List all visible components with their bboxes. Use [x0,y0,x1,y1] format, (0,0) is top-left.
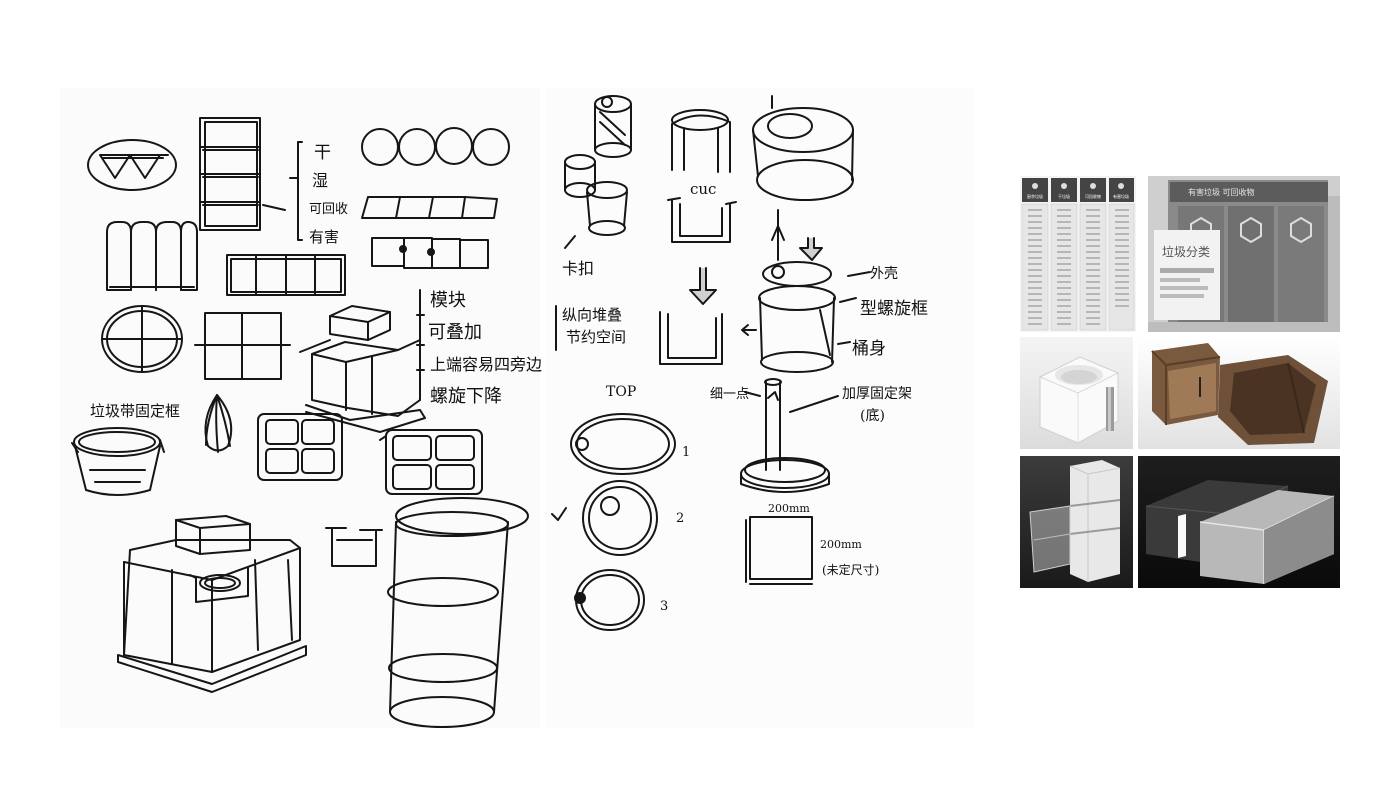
reference-recycling-station: 有害垃圾 可回收物 垃圾分类 [1148,176,1340,332]
tall-cylinder-sketch [387,497,529,728]
label-cuc: cuc [690,180,716,198]
poster-title: 垃圾分类 [1162,244,1210,259]
sign-header-4: 有害垃圾 [1113,193,1129,199]
u-channel-large-sketch [659,311,723,365]
notes-bracket [416,289,425,401]
reference-wooden-boxes-render [1138,337,1340,449]
dimension-square-sketch [745,516,813,585]
label-dim-height: 200mm [820,538,862,551]
top-view-option-3 [574,569,645,631]
label-top: TOP [606,384,636,400]
square-grid-sketch [194,312,291,380]
pole-stand-sketch [740,378,830,493]
clip-ring-sketch [671,109,731,173]
bucket-assembly-sketch [758,261,836,373]
tilted-boxes-sketch [361,196,498,219]
left-arrow [741,324,757,336]
down-arrow-2 [799,237,823,261]
tall-shelf-sketch [199,117,286,231]
segmented-bud-sketch [204,394,233,453]
rounded-quad-modules-sketch [257,413,343,481]
note-vertical-stack: 纵向堆叠 [562,306,622,324]
label-stand: 加厚固定架 [842,386,912,402]
small-bracket-sketch [325,527,383,567]
label-dim-width: 200mm [768,502,810,515]
triangle-pattern-sketch [87,139,177,191]
cabinet-unit-sketch [117,515,307,693]
down-arrow-1 [689,267,717,305]
sign-header-2: 干垃圾 [1058,193,1070,199]
u-channel-sketch [667,197,737,243]
label-clip: 卡扣 [562,259,594,278]
top-view-option-1 [570,413,676,475]
label-wet: 湿 [312,171,328,190]
four-grid-strip-sketch [226,254,346,296]
top-view-option-2 [551,480,658,556]
sign-header-1: 厨余垃圾 [1027,193,1043,199]
reference-stacked-tray-render [1020,456,1133,588]
reference-white-bin-render [1020,337,1133,449]
bag-frame-basin-sketch [71,427,165,496]
label-dry: 干 [314,143,331,163]
label-dim-note: (未定尺寸) [822,562,879,577]
label-thin: 细一点 [710,387,749,402]
bin-labels-bracket [289,141,303,241]
four-circles-sketch [361,127,510,166]
stacked-cylinders-sketch [564,95,632,249]
label-bag-frame: 垃圾带固定框 [90,402,180,420]
note-stackable: 可叠加 [428,322,482,343]
note-modular: 模块 [430,290,466,311]
reference-signboard: 厨余垃圾 干垃圾 可回收物 有害垃圾 [1020,176,1136,332]
note-top-access: 上端容易四旁边 [430,355,542,374]
rounded-quad-modules-sketch-2 [379,429,483,495]
note-spiral: 螺旋下降 [430,386,502,407]
stand-callout [789,395,839,413]
note-save-space: 节约空间 [566,328,626,346]
option-label-1: 1 [682,445,690,460]
sign-header-3: 可回收物 [1085,193,1101,199]
label-outer: 外壳 [870,265,898,282]
label-bucket: 桶身 [852,339,886,359]
canister-sketch [752,95,854,261]
arched-bins-sketch [106,221,198,291]
label-recyclable: 可回收 [309,202,348,217]
thin-arrow [744,391,761,397]
reference-light-block-render [1138,456,1340,588]
label-hazardous: 有害 [309,228,339,246]
label-stand-sub: (底) [860,408,885,424]
linked-modules-sketch [371,237,489,269]
station-banner: 有害垃圾 可回收物 [1188,187,1255,197]
quadrant-circle-sketch [101,305,183,373]
option-label-2: 2 [676,511,684,526]
label-screw-frame: 型螺旋框 [860,299,928,319]
callout-lines [837,271,871,345]
option-label-3: 3 [660,599,668,614]
